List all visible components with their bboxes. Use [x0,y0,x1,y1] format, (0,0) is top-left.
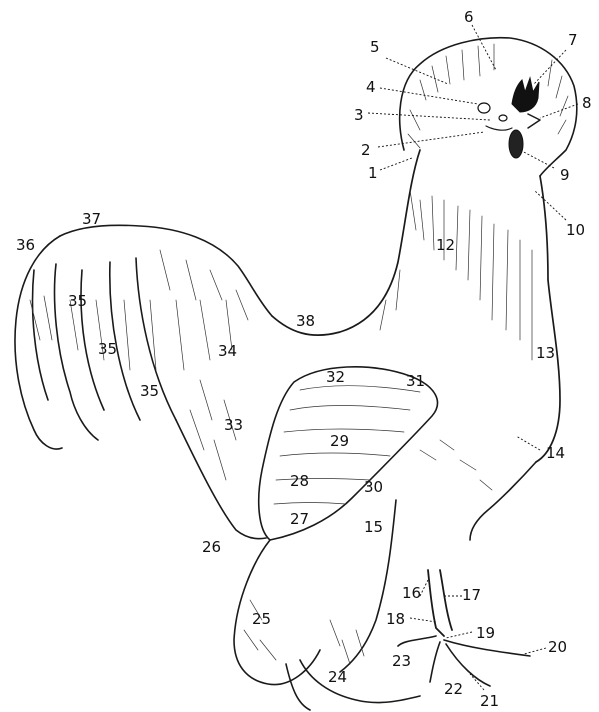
neck-hackle-hatching [380,190,532,360]
bird-illustration [15,38,577,710]
part-label-22: 22 [444,680,463,698]
part-label-10: 10 [566,221,585,239]
part-label-28: 28 [290,472,309,490]
part-label-26: 26 [202,538,221,556]
part-label-4: 4 [366,78,376,96]
leader-4 [380,88,478,104]
part-label-31: 31 [406,372,425,390]
neck-back-outline [272,150,420,335]
leader-10 [534,190,566,220]
part-label-21: 21 [480,692,499,710]
part-label-29: 29 [330,432,349,450]
part-label-13: 13 [536,344,555,362]
leader-20 [524,648,546,654]
eye [499,115,507,121]
leader-16 [420,580,428,596]
face [486,126,512,130]
foot-right [398,636,530,686]
part-label-30: 30 [364,478,383,496]
leader-6 [472,25,496,70]
part-label-27: 27 [290,510,309,528]
neck-front-outline [536,176,560,462]
part-label-33: 33 [224,416,243,434]
part-label-14: 14 [546,444,565,462]
part-label-23: 23 [392,652,411,670]
part-label-36: 36 [16,236,35,254]
tail-outline [15,236,176,449]
leader-19 [446,632,472,638]
crest-hatching [408,44,568,148]
part-label-1: 1 [368,164,378,182]
part-label-12: 12 [436,236,455,254]
part-label-9: 9 [560,166,570,184]
part-label-15: 15 [364,518,383,536]
part-label-18: 18 [386,610,405,628]
leader-18 [410,618,436,622]
part-label-2: 2 [361,141,371,159]
part-label-35b: 35 [98,340,117,358]
part-label-5: 5 [370,38,380,56]
part-label-6: 6 [464,8,474,26]
leader-3 [368,113,490,120]
leader-8 [540,104,578,118]
part-label-34: 34 [218,342,237,360]
part-label-24: 24 [328,668,347,686]
part-label-20: 20 [548,638,567,656]
beak [528,114,540,128]
crest-outline [400,38,577,176]
body-hatching [244,440,492,664]
part-label-7: 7 [568,31,578,49]
part-label-38: 38 [296,312,315,330]
leader-1 [380,158,412,170]
part-label-19: 19 [476,624,495,642]
part-number-labels: 1 2 3 4 5 6 7 8 9 10 12 13 14 15 16 17 1… [16,8,592,710]
leader-5 [386,58,448,84]
part-label-32: 32 [326,368,345,386]
part-label-8: 8 [582,94,592,112]
wattle [509,130,523,158]
leader-2 [378,132,484,147]
leg-right [428,570,452,636]
part-label-16: 16 [402,584,421,602]
breast-outline [470,462,536,540]
part-label-3: 3 [354,106,364,124]
ear-lobe [478,103,490,113]
part-label-25: 25 [252,610,271,628]
leader-14 [516,436,540,450]
leader-9 [520,150,554,168]
part-label-35c: 35 [140,382,159,400]
back-line [60,225,272,316]
part-label-17: 17 [462,586,481,604]
saddle-lower [176,420,266,539]
part-label-35a: 35 [68,292,87,310]
part-label-37: 37 [82,210,101,228]
